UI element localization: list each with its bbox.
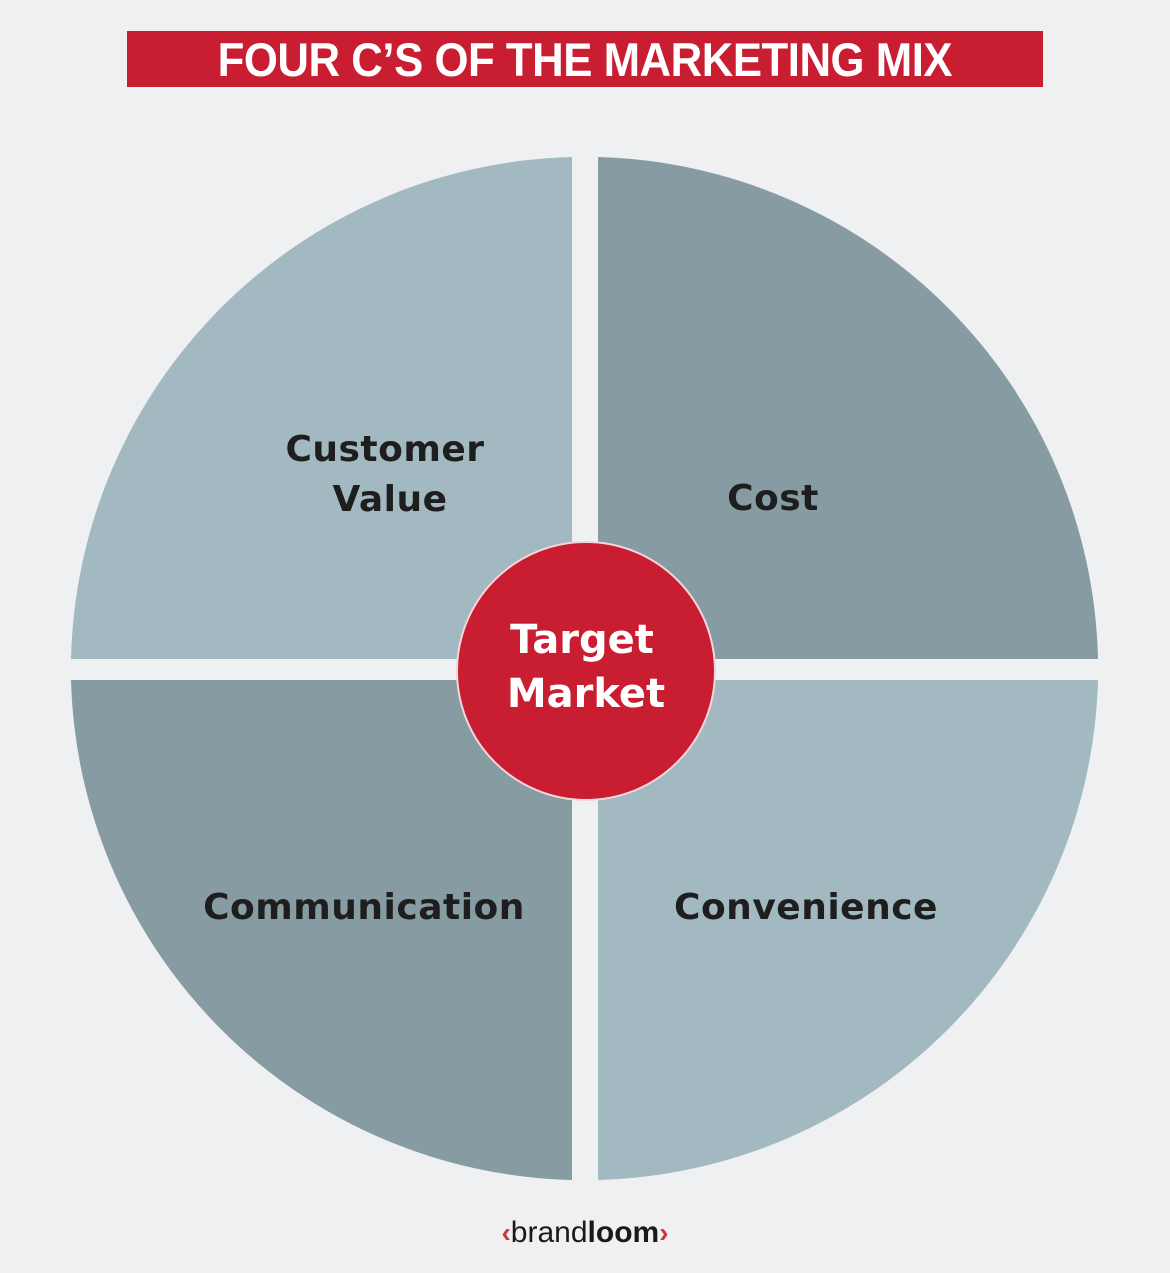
logo-loom-text: loom <box>587 1216 660 1249</box>
title-banner: FOUR C’S OF THE MARKETING MIX <box>127 31 1043 87</box>
quadrant-customer-value: Customer Value <box>71 157 572 659</box>
quadrant-convenience: Convenience <box>598 680 1098 1180</box>
center-label-market: Market <box>507 671 665 717</box>
quadrant-label-cost: Cost <box>727 478 819 519</box>
quadrant-label-communication: Communication <box>203 887 525 928</box>
quadrant-label-value: Value <box>332 479 447 520</box>
quadrant-label-convenience: Convenience <box>674 887 938 928</box>
page-title: FOUR C’S OF THE MARKETING MIX <box>217 32 953 86</box>
quadrant-label-customer: Customer <box>285 429 484 470</box>
brandloom-logo: ‹brandloom› <box>0 1213 1170 1253</box>
center-label-target: Target <box>510 617 654 663</box>
logo-right-chevron-icon: › <box>659 1217 669 1248</box>
center-target-market: Target Market <box>456 541 716 801</box>
logo-brand-text: brand <box>510 1216 588 1249</box>
quadrant-cost: Cost <box>598 157 1098 659</box>
logo-left-chevron-icon: ‹ <box>501 1217 511 1248</box>
quadrant-communication: Communication <box>71 680 572 1180</box>
